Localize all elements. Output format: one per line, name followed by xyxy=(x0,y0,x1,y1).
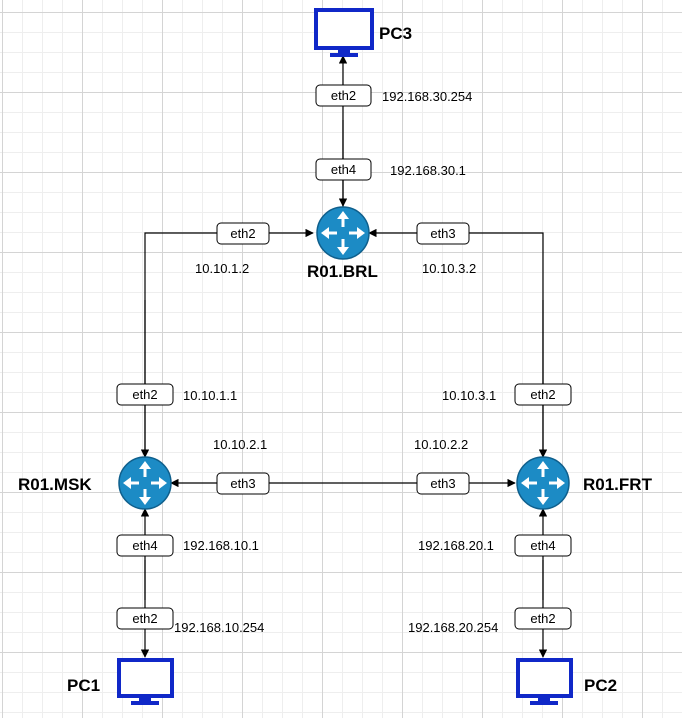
pill-frt-eth2[interactable]: eth2 xyxy=(514,383,572,406)
msk-label: R01.MSK xyxy=(18,475,92,494)
ip-msk-eth2: 10.10.1.1 xyxy=(183,388,237,403)
svg-text:eth4: eth4 xyxy=(132,538,157,553)
pc3-label: PC3 xyxy=(379,24,412,43)
monitor-icon xyxy=(516,658,573,705)
pill-brl-eth3[interactable]: eth3 xyxy=(416,222,470,245)
svg-text:eth4: eth4 xyxy=(331,162,356,177)
svg-text:eth3: eth3 xyxy=(430,476,455,491)
pc2-node[interactable]: PC2 xyxy=(516,658,617,705)
pill-frt-eth4[interactable]: eth4 xyxy=(514,534,572,557)
ip-frt-eth2: 10.10.3.1 xyxy=(442,388,496,403)
ip-pc1-eth2: 192.168.10.254 xyxy=(174,620,264,635)
brl-label: R01.BRL xyxy=(307,262,378,281)
pc1-node[interactable]: PC1 xyxy=(67,658,174,705)
frt-label: R01.FRT xyxy=(583,475,653,494)
pill-msk-eth4[interactable]: eth4 xyxy=(116,534,174,557)
router-icon xyxy=(516,456,570,510)
ip-brl-eth3: 10.10.3.2 xyxy=(422,261,476,276)
pill-msk-eth3[interactable]: eth3 xyxy=(216,472,270,495)
svg-text:eth2: eth2 xyxy=(530,611,555,626)
ip-pc2-eth2: 192.168.20.254 xyxy=(408,620,498,635)
router-brl-node[interactable] xyxy=(316,206,370,260)
router-msk-node[interactable] xyxy=(118,456,172,510)
pill-brl-eth2[interactable]: eth2 xyxy=(216,222,270,245)
svg-text:eth2: eth2 xyxy=(331,88,356,103)
connection-lines xyxy=(140,55,548,658)
router-frt-node[interactable] xyxy=(516,456,570,510)
ip-frt-eth3: 10.10.2.2 xyxy=(414,437,468,452)
pc2-label: PC2 xyxy=(584,676,617,695)
ip-brl-eth4: 192.168.30.1 xyxy=(390,163,466,178)
svg-text:eth2: eth2 xyxy=(132,387,157,402)
svg-text:eth2: eth2 xyxy=(530,387,555,402)
interface-pills: eth2 eth4 eth2 eth3 eth2 eth2 eth3 eth3 xyxy=(116,84,572,630)
ip-brl-eth2: 10.10.1.2 xyxy=(195,261,249,276)
pill-brl-eth4[interactable]: eth4 xyxy=(315,158,372,181)
pill-pc3-eth2[interactable]: eth2 xyxy=(315,84,372,107)
pc3-node[interactable]: PC3 xyxy=(314,8,412,57)
svg-text:eth4: eth4 xyxy=(530,538,555,553)
pill-pc1-eth2[interactable]: eth2 xyxy=(116,607,174,630)
router-icon xyxy=(316,206,370,260)
svg-text:eth3: eth3 xyxy=(230,476,255,491)
monitor-icon xyxy=(117,658,174,705)
svg-text:eth3: eth3 xyxy=(430,226,455,241)
svg-text:eth2: eth2 xyxy=(230,226,255,241)
ip-frt-eth4: 192.168.20.1 xyxy=(418,538,494,553)
router-icon xyxy=(118,456,172,510)
pc1-label: PC1 xyxy=(67,676,100,695)
pill-msk-eth2[interactable]: eth2 xyxy=(116,383,174,406)
pill-frt-eth3[interactable]: eth3 xyxy=(416,472,470,495)
ip-msk-eth3: 10.10.2.1 xyxy=(213,437,267,452)
pill-pc2-eth2[interactable]: eth2 xyxy=(514,607,572,630)
ip-msk-eth4: 192.168.10.1 xyxy=(183,538,259,553)
monitor-icon xyxy=(314,8,374,57)
svg-text:eth2: eth2 xyxy=(132,611,157,626)
ip-pc3-eth2: 192.168.30.254 xyxy=(382,89,472,104)
ip-labels: 192.168.30.254 192.168.30.1 10.10.1.2 10… xyxy=(174,89,498,635)
